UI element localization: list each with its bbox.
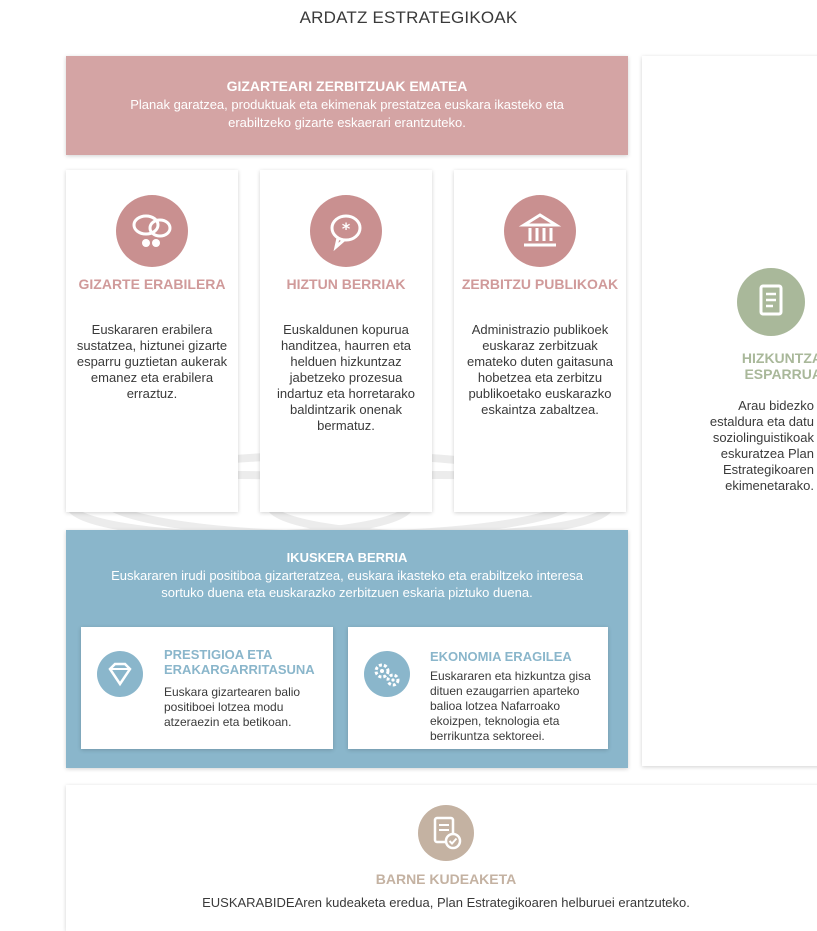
sub-box-prestigioa: PRESTIGIOA ETA ERAKARGARRITASUNA Euskara… (81, 627, 333, 749)
card-description: Administrazio publikoek euskaraz zerbitz… (467, 322, 613, 417)
right-panel: HIZKUNTZA ESPARRUA Arau bidezko estaldur… (642, 56, 817, 766)
sub-box-title: EKONOMIA ERAGILEA (430, 649, 572, 664)
sub-box-description: Euskararen eta hizkuntza gisa dituen eza… (430, 669, 591, 743)
right-panel-title: HIZKUNTZA ESPARRUA (741, 350, 817, 382)
card-description: Euskararen erabilera sustatzea, hiztunei… (76, 322, 228, 401)
bottom-panel-title: BARNE KUDEAKETA (375, 871, 517, 887)
right-panel-description: Arau bidezko estaldura eta datu soziolin… (709, 398, 814, 493)
sub-box-ekonomia: EKONOMIA ERAGILEA Euskararen eta hizkunt… (348, 627, 608, 749)
svg-text:*: * (342, 219, 351, 238)
blue-panel-title: IKUSKERA BERRIA (286, 550, 408, 565)
top-banner-description: Planak garatzea, produktuak eta ekimenak… (130, 97, 564, 130)
bottom-panel-description: EUSKARABIDEAren kudeaketa eredua, Plan E… (202, 895, 690, 910)
top-banner: GIZARTEARI ZERBITZUAK EMATEA Planak gara… (66, 56, 628, 155)
card-title: GIZARTE ERABILERA (78, 276, 226, 292)
card-gizarte-erabilera: GIZARTE ERABILERA Euskararen erabilera s… (66, 170, 238, 512)
card-title: ZERBITZU PUBLIKOAK (461, 276, 619, 292)
sub-box-title: PRESTIGIOA ETA ERAKARGARRITASUNA (164, 647, 315, 677)
document-icon (737, 268, 805, 336)
gears-icon (364, 651, 410, 697)
sub-box-description: Euskara gizartearen balio positiboei lot… (164, 685, 301, 729)
checklist-badge-icon (418, 805, 474, 861)
blue-panel-description: Euskararen irudi positiboa gizarteratzea… (111, 568, 583, 600)
card-description: Euskaldunen kopurua handitzea, haurren e… (276, 322, 416, 433)
page-title: ARDATZ ESTRATEGIKOAK (299, 8, 518, 27)
diamond-icon (97, 651, 143, 697)
card-zerbitzu-publikoak: ZERBITZU PUBLIKOAK Administrazio publiko… (454, 170, 626, 512)
left-curved-arrow (26, 433, 80, 646)
speech-bubble-star-icon: * (310, 195, 382, 267)
card-title: HIZTUN BERRIAK (286, 276, 406, 292)
bottom-panel: BARNE KUDEAKETA EUSKARABIDEAren kudeaket… (66, 785, 817, 931)
speech-bubbles-icon (116, 195, 188, 267)
card-hiztun-berriak: * HIZTUN BERRIAK Euskaldunen kopurua han… (260, 170, 432, 512)
public-building-icon (504, 195, 576, 267)
top-banner-title: GIZARTEARI ZERBITZUAK EMATEA (226, 78, 468, 94)
